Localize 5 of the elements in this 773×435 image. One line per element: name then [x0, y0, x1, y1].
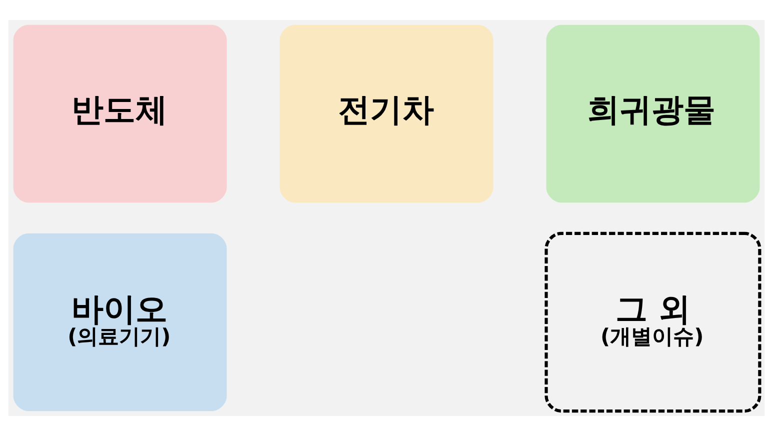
node-box: 희귀광물	[546, 24, 760, 202]
node-box: 바이오 (의료기기)	[13, 232, 227, 411]
node-box: 그 외 (개별이슈)	[544, 231, 762, 412]
node-box: 반도체	[13, 24, 227, 202]
node-box: 전기차	[280, 24, 494, 202]
